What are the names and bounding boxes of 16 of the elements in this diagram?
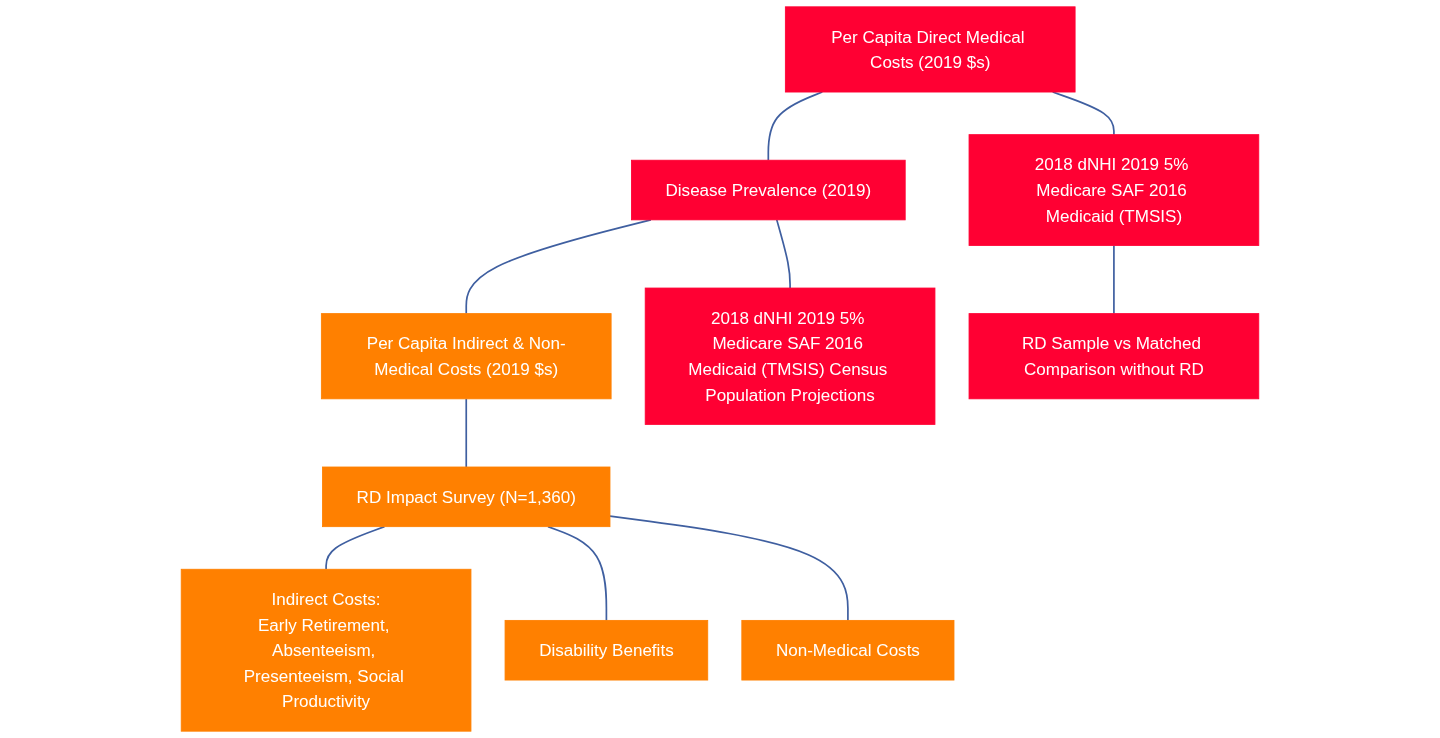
connector (465, 397, 468, 468)
connector (547, 525, 608, 622)
node-box (322, 466, 611, 528)
connector (1113, 244, 1115, 315)
node-box (741, 619, 955, 681)
node-box (968, 134, 1260, 246)
node-box (631, 159, 906, 221)
node-box (784, 6, 1076, 93)
node-box (180, 568, 472, 732)
connector (775, 219, 791, 289)
connector (609, 515, 849, 622)
node-box (504, 619, 709, 681)
connector (325, 525, 386, 571)
node-box (644, 287, 936, 425)
node-box (320, 313, 612, 400)
node-box (968, 313, 1260, 400)
